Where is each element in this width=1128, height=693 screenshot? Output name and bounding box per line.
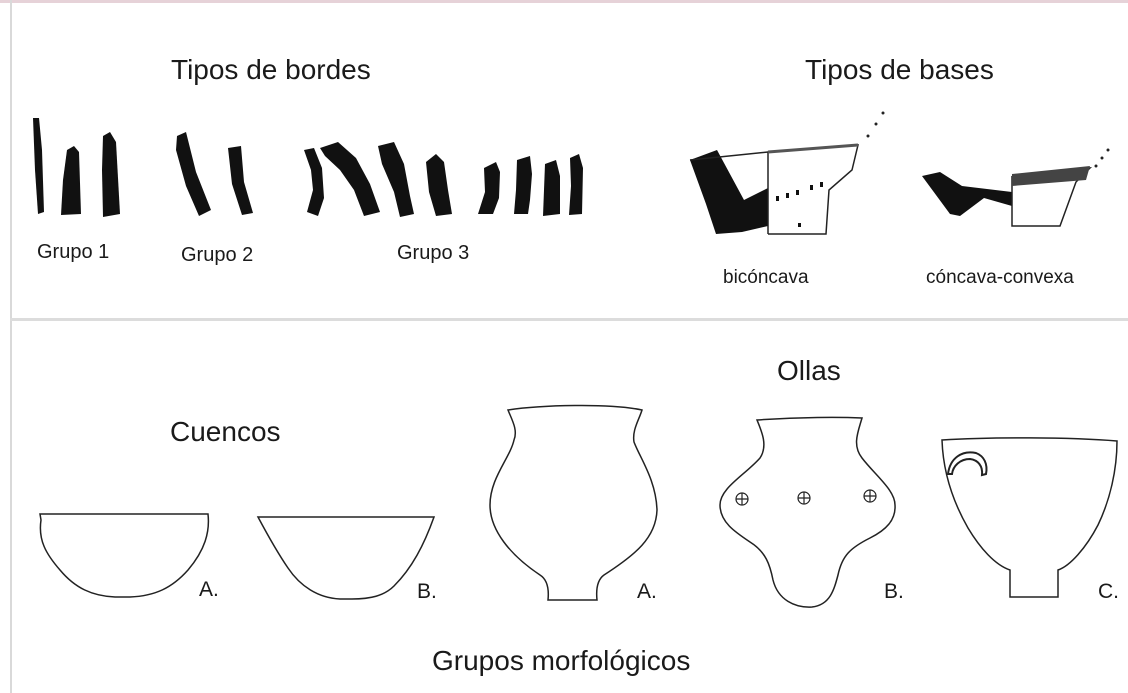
rim-profile: [61, 146, 81, 215]
rim-group-1-profiles: [33, 118, 120, 217]
rim-profiles: [33, 118, 583, 217]
rim-profile: [514, 156, 532, 214]
cuenco-b-outline: [256, 516, 436, 600]
base-cóncava-convexa-drawing: [922, 148, 1110, 227]
ollas-title: Ollas: [777, 355, 841, 386]
olla-b-decoration: [735, 489, 877, 506]
base-section-filled: [922, 172, 1012, 216]
decoration-circle-cross: [797, 491, 811, 505]
base-type-cóncava-convexa-label: cóncava-convexa: [926, 267, 1074, 288]
olla-c-handle: [946, 451, 988, 477]
top-border: [0, 0, 1128, 3]
base-projection-dots: [866, 111, 885, 138]
rim-profile: [320, 142, 380, 216]
base-type-bicóncava-label: bicóncava: [723, 267, 809, 288]
rim-profile: [543, 160, 560, 216]
rim-profile: [426, 154, 452, 216]
cuenco-a-label: A.: [199, 578, 219, 601]
section-divider: [10, 318, 1128, 321]
rim-profile: [569, 154, 583, 215]
rim-profile: [228, 146, 253, 215]
rim-profile: [102, 132, 120, 217]
rim-group-3-label: Grupo 3: [397, 242, 470, 264]
olla-b-outline: [719, 416, 896, 608]
base-rim-edge: [767, 143, 859, 154]
rim-profile: [378, 142, 414, 217]
olla-c-label: C.: [1098, 580, 1119, 603]
rim-profile: [176, 132, 211, 216]
bases-title: Tipos de bases: [805, 54, 994, 85]
rim-group-1-label: Grupo 1: [37, 241, 110, 263]
olla-a-outline: [489, 404, 658, 601]
olla-a-label: A.: [637, 580, 657, 603]
left-border: [10, 0, 12, 693]
cuencos-title: Cuencos: [170, 416, 281, 447]
base-rim-edge: [1012, 166, 1090, 186]
olla-b-label: B.: [884, 580, 904, 603]
ollas-drawings: [489, 404, 1118, 608]
base-bicóncava-drawing: [689, 111, 885, 235]
cuenco-a-outline: [39, 513, 210, 598]
rim-profile: [33, 118, 44, 214]
cuencos-drawings: [39, 513, 436, 600]
bordes-title: Tipos de bordes: [171, 54, 371, 85]
base-stipple: [776, 182, 823, 227]
base-projection-dots: [1094, 148, 1110, 168]
decoration-circle-cross: [735, 492, 749, 506]
rim-group-2-profiles: [176, 132, 253, 216]
decoration-circle-cross: [863, 489, 877, 503]
olla-c-outline: [941, 437, 1118, 598]
cuenco-b-label: B.: [417, 580, 437, 603]
grupos-morfologicos-title: Grupos morfológicos: [432, 645, 691, 676]
rim-group-3-profiles: [304, 142, 583, 217]
rim-profile: [478, 162, 500, 214]
rim-profile: [304, 148, 324, 216]
base-section-filled: [690, 150, 768, 234]
rim-group-2-label: Grupo 2: [181, 244, 254, 266]
